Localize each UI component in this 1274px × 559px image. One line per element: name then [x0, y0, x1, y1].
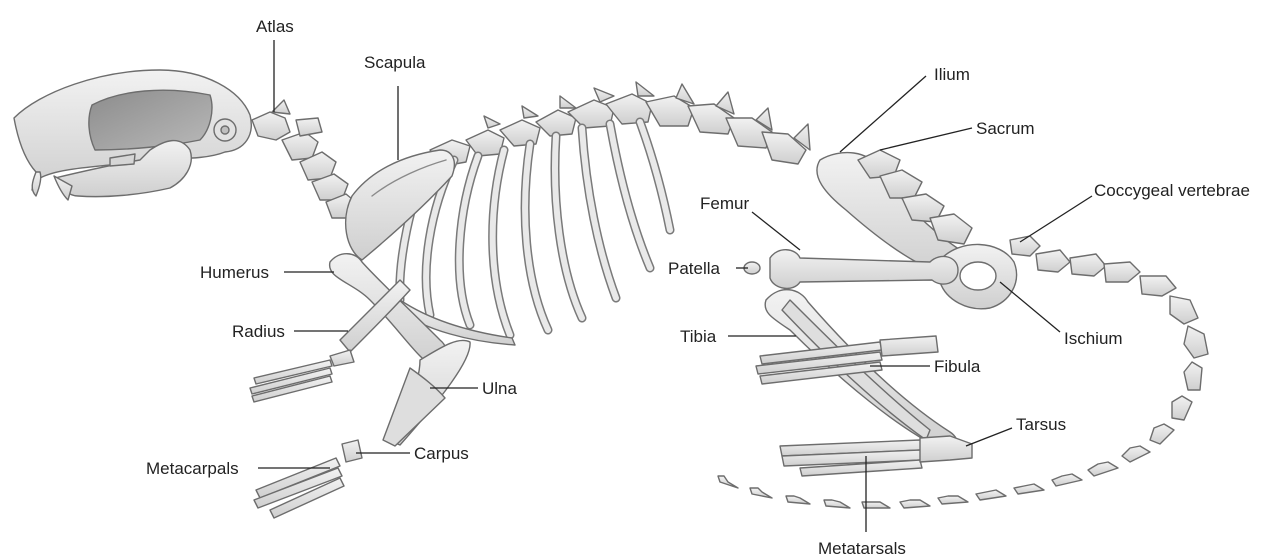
- leader-coccygeal: [1020, 196, 1092, 242]
- label-coccygeal-vertebrae: Coccygeal vertebrae: [1094, 181, 1250, 200]
- label-tarsus: Tarsus: [1016, 415, 1066, 434]
- label-metatarsals: Metatarsals: [818, 539, 906, 558]
- front-paw-upper: [250, 350, 354, 402]
- label-sacrum: Sacrum: [976, 119, 1035, 138]
- leader-ilium: [840, 76, 926, 152]
- hind-paw-lower: [780, 436, 972, 476]
- label-tibia: Tibia: [680, 327, 717, 346]
- cervical-vertebrae: [252, 100, 358, 218]
- label-ilium: Ilium: [934, 65, 970, 84]
- label-scapula: Scapula: [364, 53, 426, 72]
- leader-ischium: [1000, 282, 1060, 332]
- label-carpus: Carpus: [414, 444, 469, 463]
- label-patella: Patella: [668, 259, 721, 278]
- obturator-foramen: [960, 262, 996, 290]
- label-ischium: Ischium: [1064, 329, 1123, 348]
- label-radius: Radius: [232, 322, 285, 341]
- label-fibula: Fibula: [934, 357, 981, 376]
- label-atlas: Atlas: [256, 17, 294, 36]
- leader-femur: [752, 212, 800, 250]
- leader-tarsus: [966, 428, 1012, 446]
- label-ulna: Ulna: [482, 379, 518, 398]
- leader-sacrum: [880, 128, 972, 150]
- front-paw-lower: [254, 440, 362, 518]
- label-femur: Femur: [700, 194, 749, 213]
- skull: [14, 70, 251, 200]
- label-metacarpals: Metacarpals: [146, 459, 239, 478]
- label-humerus: Humerus: [200, 263, 269, 282]
